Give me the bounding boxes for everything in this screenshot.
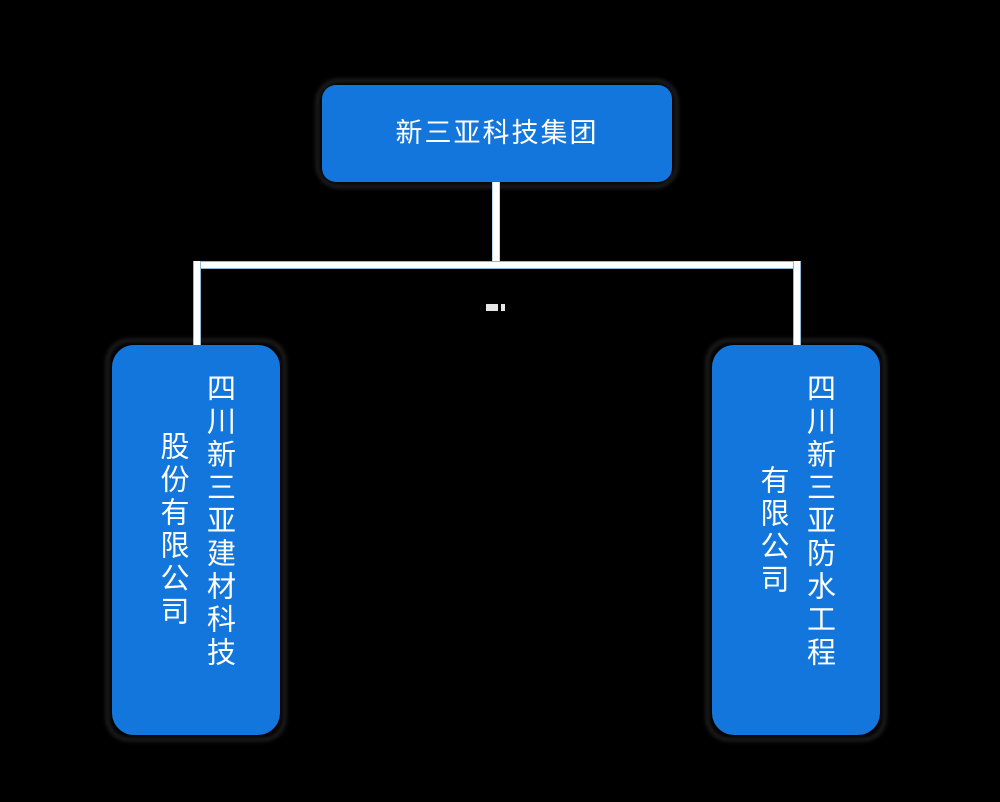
left-node-text-columns: 四川新三亚建材科技 股份有限公司 bbox=[112, 345, 280, 735]
org-node-root[interactable]: 新三亚科技集团 bbox=[322, 85, 672, 182]
connector-left-branch bbox=[193, 261, 201, 351]
connector-right-branch bbox=[793, 261, 801, 351]
org-node-root-label: 新三亚科技集团 bbox=[395, 118, 599, 149]
right-node-label-column-1: 四川新三亚防水工程 bbox=[802, 373, 837, 670]
connector-root-vertical bbox=[492, 182, 500, 266]
org-node-right-subsidiary[interactable]: 四川新三亚防水工程 有限公司 bbox=[712, 345, 880, 735]
connector-horizontal-bar bbox=[193, 261, 801, 269]
connector-artifact-mark bbox=[486, 304, 498, 311]
connector-artifact-mark-secondary bbox=[501, 304, 505, 311]
left-node-label-column-1: 四川新三亚建材科技 bbox=[202, 373, 237, 670]
left-node-label-column-2: 股份有限公司 bbox=[156, 431, 190, 629]
right-node-label-column-2: 有限公司 bbox=[756, 465, 790, 597]
org-node-left-subsidiary[interactable]: 四川新三亚建材科技 股份有限公司 bbox=[112, 345, 280, 735]
right-node-text-columns: 四川新三亚防水工程 有限公司 bbox=[712, 345, 880, 735]
